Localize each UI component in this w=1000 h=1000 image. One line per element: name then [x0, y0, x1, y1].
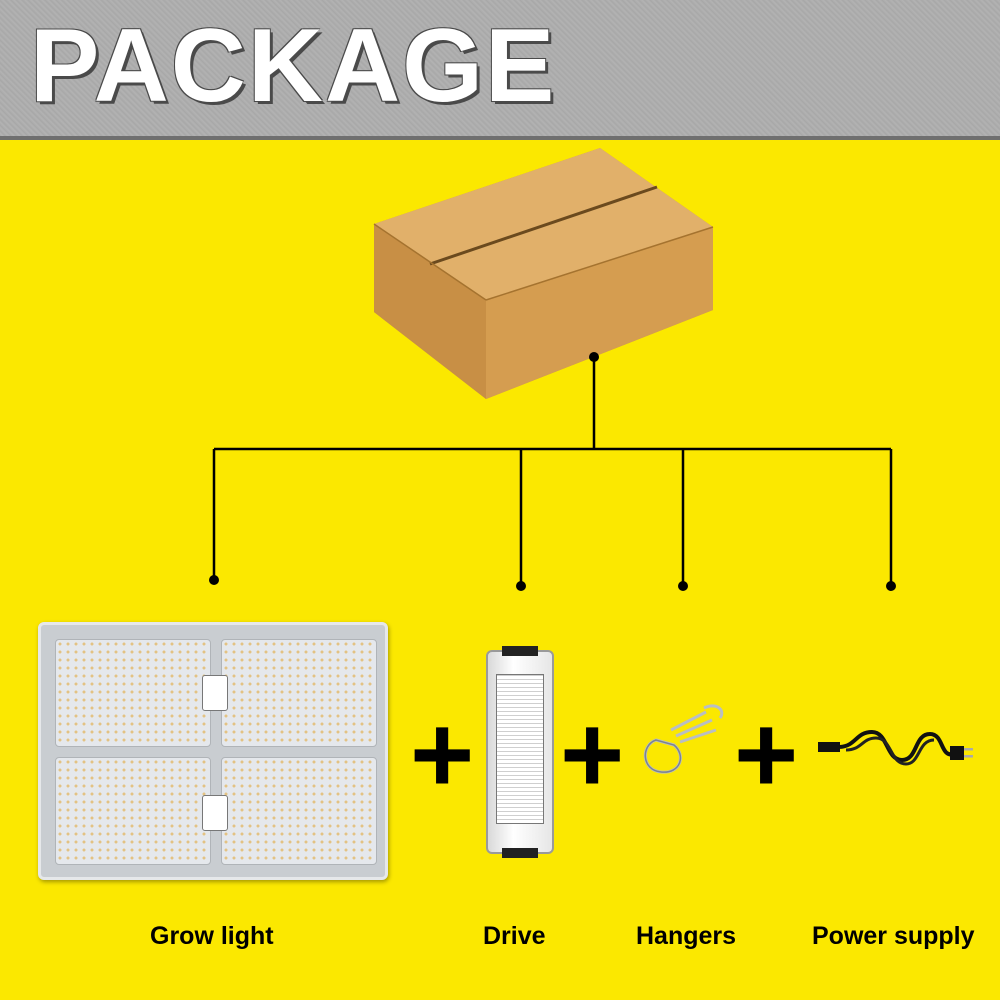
- label-power-supply: Power supply: [812, 922, 975, 950]
- label-hangers: Hangers: [636, 922, 737, 950]
- led-board: [55, 639, 211, 747]
- label-drive: Drive: [483, 922, 546, 950]
- connector-lines: [212, 357, 893, 586]
- power-cord-icon: [818, 729, 973, 766]
- hangers-icon: [643, 704, 724, 774]
- plus-sign: +: [560, 693, 625, 816]
- header-banner: PACKAGE: [0, 0, 1000, 140]
- grow-light-icon: [38, 622, 388, 880]
- board-connector: [202, 795, 228, 831]
- led-board: [221, 757, 377, 865]
- page-title: PACKAGE: [30, 8, 557, 124]
- connector-dots: [209, 352, 896, 591]
- plus-sign: +: [410, 693, 475, 816]
- cardboard-box-icon: [373, 148, 714, 399]
- plus-sign: +: [734, 693, 799, 816]
- label-grow-light: Grow light: [150, 922, 274, 950]
- driver-icon: [486, 646, 554, 858]
- led-board: [55, 757, 211, 865]
- led-board: [221, 639, 377, 747]
- board-connector: [202, 675, 228, 711]
